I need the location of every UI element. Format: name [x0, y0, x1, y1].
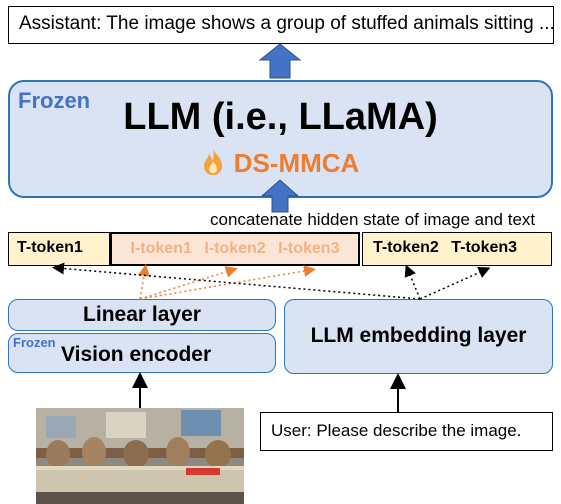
arrow-llm-to-output — [258, 43, 302, 79]
vision-frozen-label: Frozen — [13, 335, 56, 350]
image-token-1: I-token1 — [130, 240, 192, 257]
text-token-3: T-token3 — [451, 239, 518, 256]
flame-icon — [203, 149, 222, 175]
user-prompt-box: User: Please describe the image. — [260, 412, 553, 451]
assistant-output-box: Assistant: The image shows a group of st… — [8, 6, 554, 44]
ds-mmca-label: DS-MMCA — [233, 148, 360, 178]
text-token-1: T-token1 — [8, 232, 110, 266]
concat-label: concatenate hidden state of image and te… — [210, 210, 536, 229]
vision-encoder-label: Vision encoder — [61, 343, 212, 366]
input-image — [36, 408, 244, 504]
text-token-2: T-token2 — [373, 239, 439, 256]
arrows-embedding-to-text-tokens — [52, 262, 491, 300]
vision-encoder-box: Frozen Vision encoder — [8, 333, 276, 373]
llm-embedding-layer-box: LLM embedding layer — [284, 299, 553, 374]
arrow-tokens-to-llm — [260, 179, 300, 213]
image-token-3: I-token3 — [278, 240, 340, 257]
llm-title: LLM (i.e., LLaMA) — [123, 96, 438, 138]
arrows-linear-to-image-tokens — [138, 264, 316, 300]
llm-frozen-label: Frozen — [18, 88, 91, 113]
linear-layer-box: Linear layer — [8, 299, 276, 331]
text-token-group: T-token2 T-token3 — [362, 232, 552, 266]
image-token-2: I-token2 — [204, 240, 266, 257]
image-token-group: I-token1 I-token2 I-token3 — [110, 232, 360, 266]
llm-block: Frozen LLM (i.e., LLaMA) DS-MMCA — [8, 80, 553, 198]
ds-mmca-row: DS-MMCA — [10, 148, 551, 179]
